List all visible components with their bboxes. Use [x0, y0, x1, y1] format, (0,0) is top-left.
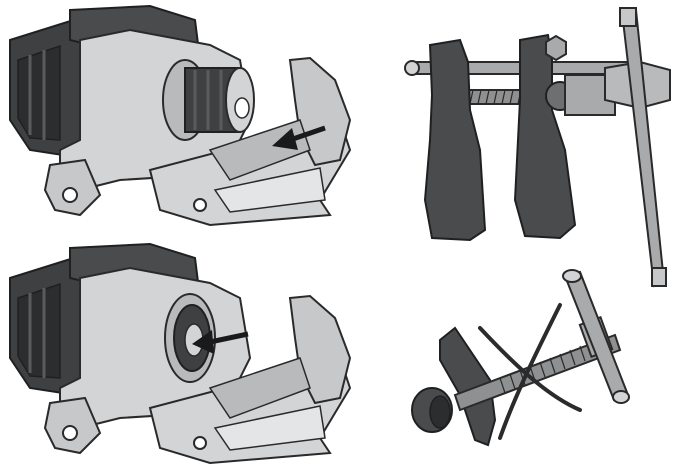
wind-back-tool	[411, 269, 630, 447]
caliper-bottom	[8, 242, 352, 465]
not-allowed-cross-icon	[478, 303, 582, 440]
push-arrow-top	[272, 125, 326, 150]
piston-spreader-tool	[404, 7, 671, 288]
push-arrow-bottom	[192, 330, 249, 354]
caliper-top	[8, 4, 352, 227]
piston-extended	[162, 59, 255, 141]
piston-retracted	[164, 293, 216, 383]
